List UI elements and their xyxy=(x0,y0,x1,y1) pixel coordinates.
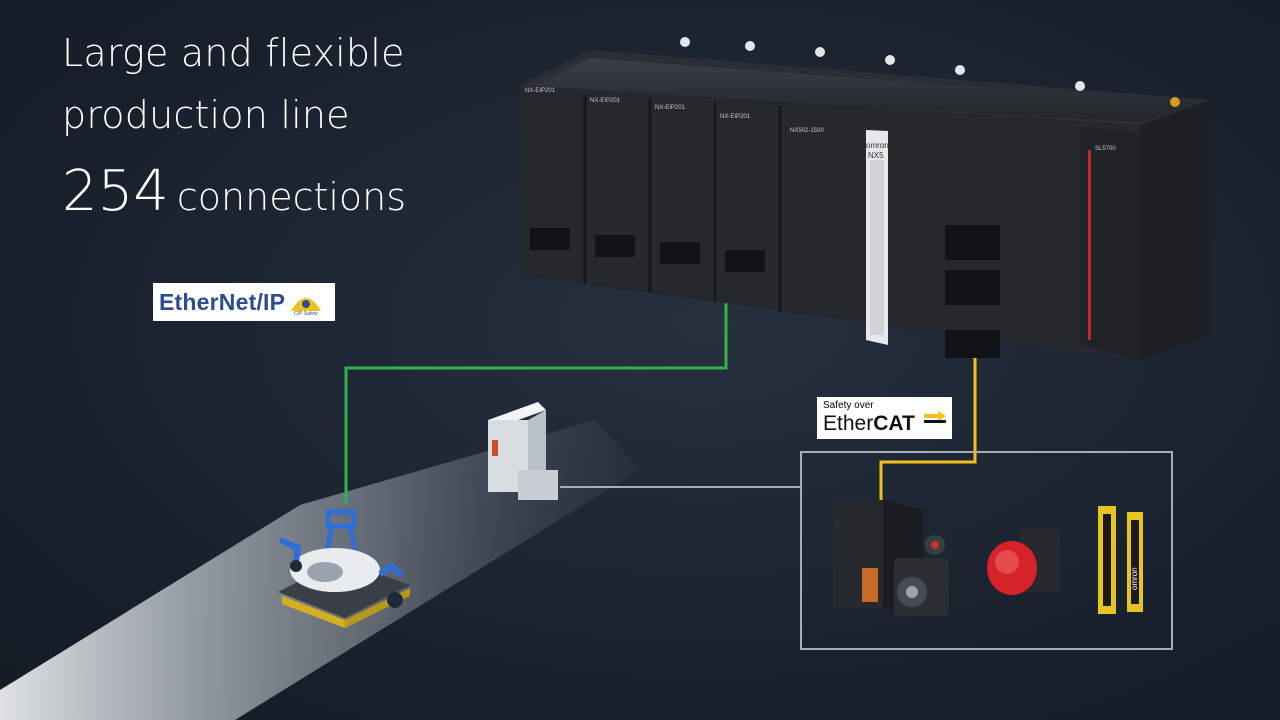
safety-device-group xyxy=(800,451,1173,650)
cpu-model-label: NX502-1500 xyxy=(790,128,824,134)
ethernetip-badge: EtherNet/IP CIP Safety xyxy=(153,283,335,321)
ethercat-badge-main-b: CAT xyxy=(873,412,915,435)
cip-safety-icon: CIP Safety xyxy=(291,298,322,317)
plc-model-label: NX5 xyxy=(868,151,884,160)
light-curtain-brand: omron xyxy=(1130,567,1139,590)
ethercat-badge-main: EtherCAT xyxy=(823,412,915,435)
connection-label: connections xyxy=(176,175,407,219)
safety-cabinet xyxy=(488,402,558,500)
servo-drive xyxy=(833,500,949,616)
eip-unit-label-1: NX-EIP201 xyxy=(525,88,556,94)
connection-count: 254 xyxy=(62,159,169,224)
plc-rack: NX-EIP201 NX-EIP201 NX-EIP201 NX-EIP201 … xyxy=(520,37,1210,360)
ethercat-arrow-icon xyxy=(924,411,946,423)
plc-brand-label: omron xyxy=(866,141,889,150)
safety-unit-label: SL5700 xyxy=(1095,146,1116,152)
light-curtain: omron xyxy=(1098,506,1143,614)
eip-unit-label-4: NX-EIP201 xyxy=(720,114,751,120)
robot-cell xyxy=(278,509,410,628)
headline-line-1: Large and flexible xyxy=(62,31,405,75)
ethercat-badge-small: Safety over xyxy=(823,400,874,411)
cip-safety-label: CIP Safety xyxy=(294,311,318,317)
eip-unit-label-3: NX-EIP201 xyxy=(655,105,686,111)
emergency-stop-button xyxy=(987,528,1060,595)
ethercat-badge: Safety over EtherCAT xyxy=(817,397,952,439)
eip-unit-label-2: NX-EIP201 xyxy=(590,98,621,104)
headline-line-2: production line xyxy=(62,93,350,137)
ethercat-badge-main-a: Ether xyxy=(823,412,874,435)
ethercat-line xyxy=(879,345,977,500)
ethernetip-badge-text: EtherNet/IP xyxy=(159,288,286,315)
